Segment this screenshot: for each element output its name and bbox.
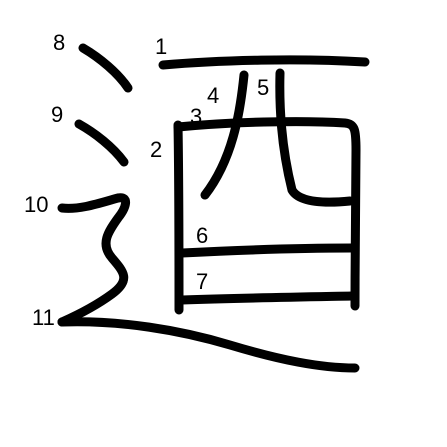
- stroke-number-9: 9: [51, 102, 63, 127]
- stroke-number-6: 6: [196, 223, 208, 248]
- stroke-8: [78, 43, 133, 93]
- stroke-3: [173, 117, 361, 311]
- stroke-11: [57, 317, 360, 373]
- stroke-1: [158, 55, 370, 70]
- stroke-number-1: 1: [155, 34, 167, 59]
- stroke-number-10: 10: [24, 192, 48, 217]
- stroke-10: [57, 193, 130, 327]
- stroke-number-7: 7: [196, 269, 208, 294]
- stroke-number-4: 4: [207, 83, 219, 108]
- stroke-9: [74, 119, 129, 167]
- stroke-number-2: 2: [150, 137, 162, 162]
- stroke-4: [200, 70, 249, 200]
- stroke-7: [177, 291, 357, 305]
- stroke-number-8: 8: [53, 30, 65, 55]
- stroke-number-5: 5: [257, 75, 269, 100]
- stroke-5: [275, 68, 355, 207]
- stroke-number-11: 11: [32, 305, 55, 330]
- stroke-6: [177, 243, 357, 258]
- stroke-2: [173, 120, 184, 315]
- stroke-number-3: 3: [190, 104, 202, 129]
